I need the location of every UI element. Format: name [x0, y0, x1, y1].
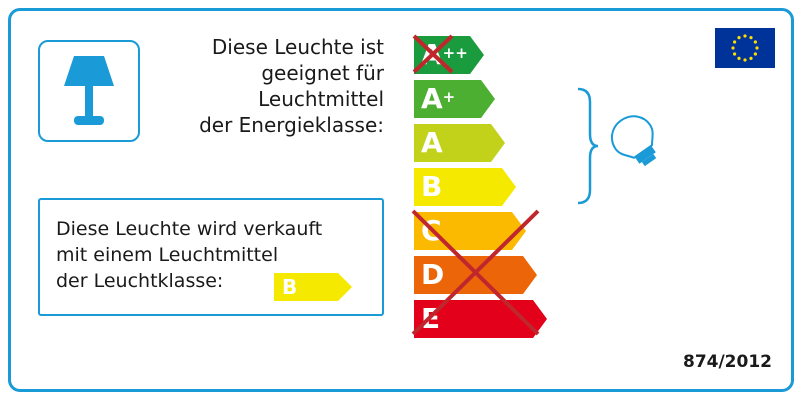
eu-star — [749, 36, 753, 40]
energy-class-superscript: + — [442, 88, 456, 106]
suitable-line: der Energieklasse: — [199, 113, 384, 137]
sold-line: Diese Leuchte wird verkauft — [56, 218, 323, 240]
regulation-number: 874/2012 — [682, 352, 772, 372]
suitable-line: geeignet für — [261, 61, 384, 85]
eu-star — [753, 52, 757, 56]
suitable-line: Diese Leuchte ist — [211, 35, 384, 59]
eu-star — [733, 40, 737, 44]
cross-out-mark — [412, 34, 454, 74]
eu-star — [737, 56, 741, 60]
eu-flag-icon — [715, 28, 775, 68]
energy-class-arrow: A — [414, 124, 505, 162]
suitable-for-text: Diese Leuchte ist geeignet für Leuchtmit… — [150, 34, 384, 138]
lamp-icon-box — [38, 40, 140, 142]
eu-star — [743, 34, 747, 38]
sold-class-letter: B — [282, 275, 298, 299]
curly-brace-icon — [577, 87, 599, 205]
sold-class-arrow: B — [274, 273, 354, 301]
sold-line: der Leuchtklasse: — [56, 270, 224, 292]
light-bulb-icon — [610, 115, 657, 167]
sold-with-box: Diese Leuchte wird verkauft mit einem Le… — [38, 198, 384, 316]
sold-line: mit einem Leuchtmittel — [56, 244, 279, 266]
energy-class-arrow: B — [414, 168, 516, 206]
cross-out-mark — [411, 209, 540, 336]
table-lamp-icon — [64, 56, 114, 125]
eu-star — [737, 36, 741, 40]
eu-star — [731, 46, 735, 50]
energy-class-arrow: A+ — [414, 80, 495, 118]
energy-class-arrow-shape — [414, 80, 495, 118]
eu-star — [755, 46, 759, 50]
energy-class-superscript: ++ — [442, 44, 468, 62]
eu-star — [743, 58, 747, 62]
suitable-line: Leuchtmittel — [258, 87, 384, 111]
energy-class-letter: A — [421, 126, 443, 159]
energy-class-arrow-shape — [414, 36, 484, 74]
sold-with-text: Diese Leuchte wird verkauft mit einem Le… — [56, 216, 322, 294]
eu-star — [733, 52, 737, 56]
eu-star — [749, 56, 753, 60]
energy-class-letter: B — [421, 170, 443, 203]
energy-class-letter: D — [421, 258, 445, 291]
energy-class-arrow-shape — [414, 124, 505, 162]
eu-star — [753, 40, 757, 44]
energy-class-letter: A+ — [421, 82, 456, 115]
energy-class-arrow-shape — [414, 168, 516, 206]
